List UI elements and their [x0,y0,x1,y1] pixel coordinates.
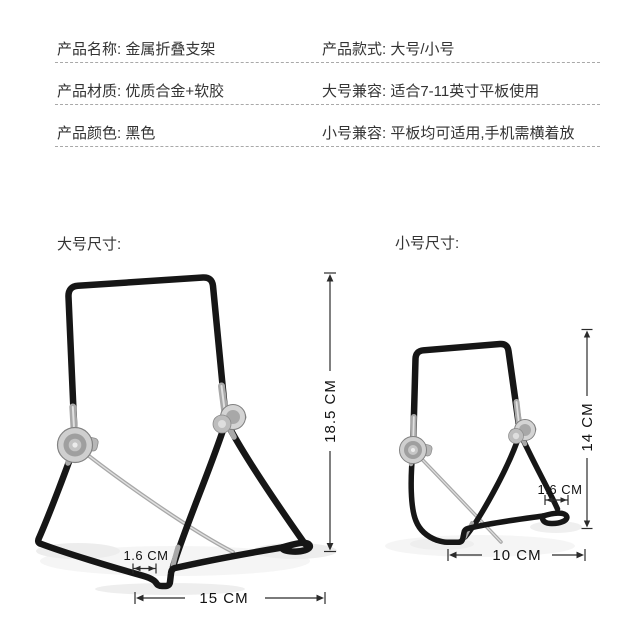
small-bottom-bar-loop [539,510,570,527]
small-front-channel [434,513,546,546]
large-size-heading: 大号尺寸: [57,236,122,253]
small-front-left-leg [408,447,440,544]
large-lip-dimension-arrow: 1.6 CM [124,548,169,574]
small-stand-diagram: 14 CM 10 CM 1.6 CM [385,328,596,564]
large-right-hinge [212,404,247,434]
small-back-frame [409,340,524,454]
large-width-dimension-arrow: 15 CM [134,590,326,607]
small-height-dimension-arrow: 14 CM [579,328,596,530]
small-size-heading: 小号尺寸: [395,235,460,252]
small-lip-dimension-arrow: 1.6 CM [538,482,583,505]
small-frame-chrome-segments [410,399,523,453]
small-left-hinge [399,436,433,464]
spec-row-color-compat: 产品颜色: 黑色 小号兼容: 平板均可适用,手机需横着放 [55,105,600,147]
spec-small-compat: 小号兼容: 平板均可适用,手机需横着放 [322,125,575,142]
spec-product-material: 产品材质: 优质合金+软胶 [57,83,225,100]
large-frame-chrome-segments [69,382,230,449]
large-height-label: 18.5 CM [322,379,339,443]
large-left-hinge [56,426,99,464]
small-right-hinge [508,419,537,444]
large-height-dimension-arrow: 18.5 CM [322,272,339,553]
spec-table: 产品名称: 金属折叠支架 产品款式: 大号/小号 产品材质: 优质合金+软胶 大… [55,21,600,147]
large-rear-left-leg [73,443,235,554]
spec-row-name-style: 产品名称: 金属折叠支架 产品款式: 大号/小号 [55,21,600,63]
spec-large-compat: 大号兼容: 适合7-11英寸平板使用 [322,83,540,100]
large-back-frame [65,274,230,449]
spec-product-name: 产品名称: 金属折叠支架 [57,41,216,58]
spec-product-color: 产品颜色: 黑色 [57,125,156,142]
large-width-label: 15 CM [199,590,248,607]
small-rear-left-leg [411,448,503,544]
small-height-label: 14 CM [579,402,596,451]
small-width-dimension-arrow: 10 CM [447,547,586,564]
spec-product-style: 产品款式: 大号/小号 [322,41,455,58]
large-front-channel [36,540,286,590]
large-stand-diagram: 18.5 CM 15 CM 1.6 CM [34,272,339,607]
small-lip-label: 1.6 CM [538,482,583,497]
large-lip-label: 1.6 CM [124,548,169,563]
small-width-label: 10 CM [492,547,541,564]
large-rear-right-leg [222,417,309,548]
spec-row-material-compat: 产品材质: 优质合金+软胶 大号兼容: 适合7-11英寸平板使用 [55,63,600,105]
